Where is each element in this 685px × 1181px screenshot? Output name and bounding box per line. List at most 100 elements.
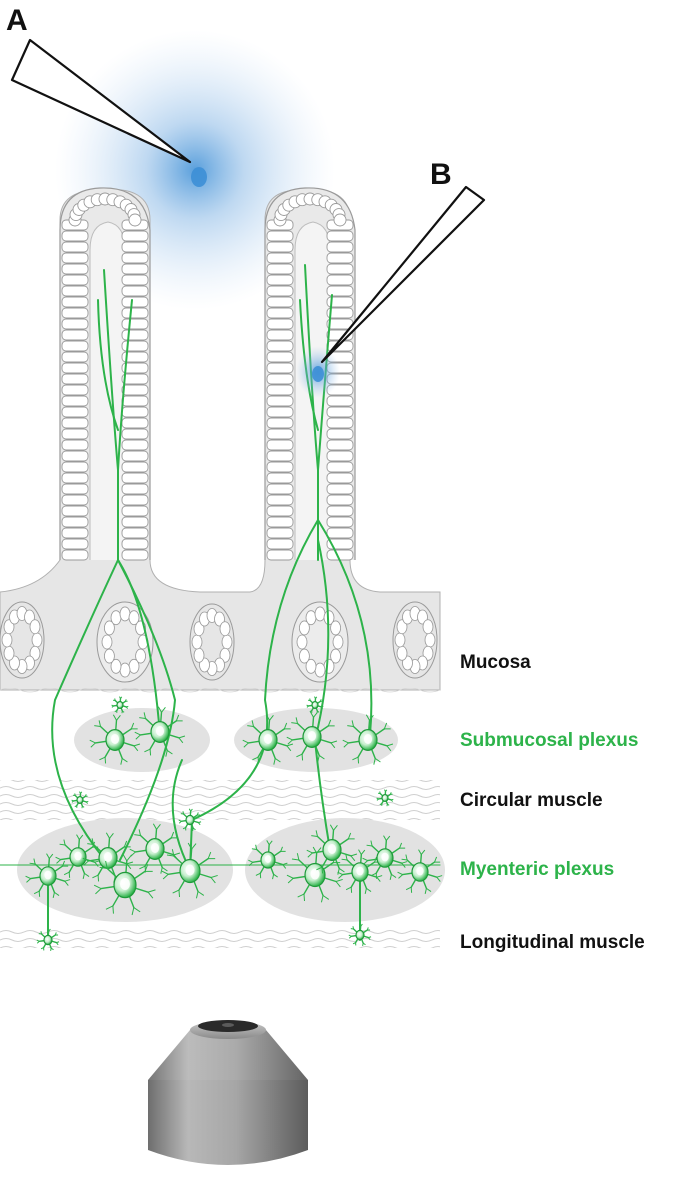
neuron: [242, 714, 294, 765]
label-submucosal-plexus: Submucosal plexus: [460, 730, 638, 751]
epithelial-cell: [121, 494, 149, 506]
epithelial-cell: [266, 472, 294, 484]
epithelial-cell: [266, 428, 294, 440]
epithelial-cell: [121, 351, 149, 363]
epithelial-cell: [326, 296, 354, 308]
crypt-cell: [417, 609, 428, 625]
crypt-cell: [219, 647, 231, 663]
crypt-cell: [110, 610, 122, 626]
neuron: [376, 789, 394, 807]
epithelial-cell: [121, 483, 149, 495]
myenteric-ganglion-right: [245, 818, 445, 922]
crypt-cell: [394, 632, 406, 648]
epithelial-cell: [121, 549, 149, 561]
label-myenteric-plexus: Myenteric plexus: [460, 859, 614, 880]
epithelial-cell: [333, 213, 347, 227]
epithelial-cell: [326, 274, 354, 286]
epithelial-cell: [326, 516, 354, 528]
neuron: [248, 840, 288, 880]
epithelial-cell: [266, 318, 294, 330]
neuron: [129, 823, 181, 874]
epithelial-cell: [61, 417, 89, 429]
neuron: [306, 696, 324, 714]
neuron: [134, 706, 186, 757]
objective-lens: [222, 1023, 234, 1027]
crypt-cell: [396, 619, 408, 635]
epithelial-cell: [121, 417, 149, 429]
epithelial-cell: [326, 263, 354, 275]
crypt-cell: [314, 662, 326, 678]
label-longitudinal-muscle: Longitudinal muscle: [460, 932, 645, 953]
crypt-cell: [299, 620, 310, 636]
crypt-cell: [424, 632, 436, 648]
epithelial-cell: [266, 450, 294, 462]
epithelial-cell: [121, 318, 149, 330]
epithelial-cell: [61, 263, 89, 275]
neuron: [362, 835, 408, 880]
neuron: [178, 808, 202, 832]
crypt-cell: [9, 655, 20, 671]
crypt-cell: [110, 658, 122, 674]
crypt-cell: [330, 620, 341, 636]
epithelial-cell: [326, 428, 354, 440]
crypt-cell: [305, 610, 317, 626]
crypt-cell: [396, 645, 408, 661]
epithelial-cell: [121, 461, 149, 473]
epithelial-cell: [121, 252, 149, 264]
neuron: [397, 849, 443, 894]
epithelial-cell: [61, 340, 89, 352]
epithelial-cell: [61, 538, 89, 550]
crypt-cell: [305, 658, 317, 674]
epithelial-cell: [121, 296, 149, 308]
epithelial-cell: [61, 516, 89, 528]
epithelial-cell: [326, 494, 354, 506]
epithelial-cell: [266, 263, 294, 275]
epithelial-cell: [61, 384, 89, 396]
crypt-cell: [193, 621, 205, 637]
neuron: [337, 849, 383, 894]
epithelial-cell: [266, 329, 294, 341]
neuron: [306, 824, 358, 875]
crypt-cell: [422, 619, 434, 635]
crypt-cell: [191, 634, 203, 650]
epithelial-cell: [61, 351, 89, 363]
neuron: [71, 791, 89, 809]
epithelial-cell: [121, 472, 149, 484]
submucosal-ganglion-left: [74, 708, 210, 772]
epithelial-cell: [121, 274, 149, 286]
crypt-cell: [299, 648, 310, 664]
epithelial-cell: [266, 538, 294, 550]
epithelial-cell: [61, 439, 89, 451]
epithelial-cell: [326, 439, 354, 451]
crypt-cell: [119, 662, 131, 678]
crypt-cell: [193, 647, 205, 663]
epithelial-cell: [61, 450, 89, 462]
panel-label-b: B: [430, 158, 452, 191]
pipette-a[interactable]: [10, 38, 192, 164]
epithelial-cell: [61, 362, 89, 374]
crypt-cell: [3, 619, 15, 635]
epithelial-cell: [266, 549, 294, 561]
crypt-cell: [101, 634, 113, 650]
pipette-b[interactable]: [320, 185, 486, 364]
epithelial-cell: [121, 230, 149, 242]
crypt-cell: [330, 648, 341, 664]
epithelial-cell: [61, 483, 89, 495]
epithelial-cell: [121, 373, 149, 385]
epithelial-cell: [326, 472, 354, 484]
epithelial-cell: [266, 439, 294, 451]
epithelial-cell: [61, 472, 89, 484]
epithelial-cell: [121, 428, 149, 440]
neuron: [25, 853, 71, 898]
microscope-objective[interactable]: [148, 1020, 308, 1165]
drug-droplet-a: [191, 167, 207, 187]
epithelial-cell: [266, 494, 294, 506]
epithelial-cell: [61, 527, 89, 539]
epithelial-cell: [266, 230, 294, 242]
crypt-cell: [314, 606, 326, 622]
epithelial-cell: [266, 307, 294, 319]
epithelial-cell: [121, 362, 149, 374]
crypt-cell: [219, 621, 231, 637]
epithelial-cell: [61, 505, 89, 517]
